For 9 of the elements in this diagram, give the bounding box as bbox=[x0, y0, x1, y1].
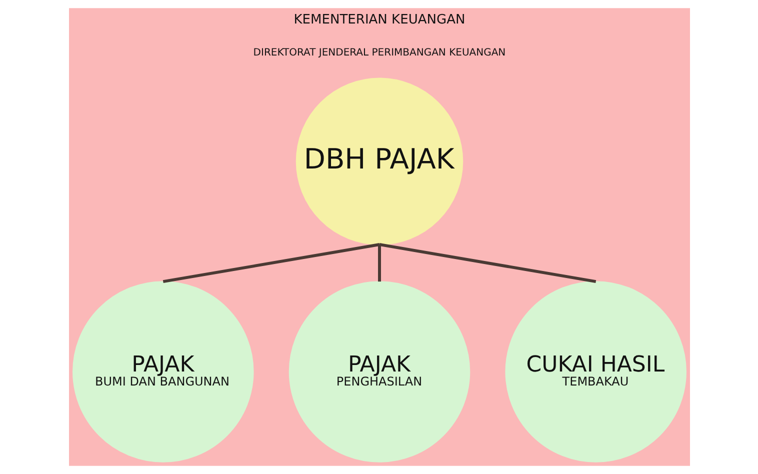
connector bbox=[378, 244, 380, 282]
node-circle: PAJAK PENGHASILAN bbox=[288, 281, 470, 462]
node-circle: DBH PAJAK bbox=[295, 78, 463, 245]
connector bbox=[378, 243, 596, 284]
node-circle: PAJAK BUMI DAN BANGUNAN bbox=[72, 281, 254, 462]
label: DIREKTORAT JENDERAL PERIMBANGAN KEUANGAN bbox=[252, 48, 506, 59]
connector bbox=[162, 243, 380, 284]
label: KEMENTERIAN KEUANGAN bbox=[293, 12, 465, 28]
node-circle: CUKAI HASIL TEMBAKAU bbox=[504, 281, 686, 462]
